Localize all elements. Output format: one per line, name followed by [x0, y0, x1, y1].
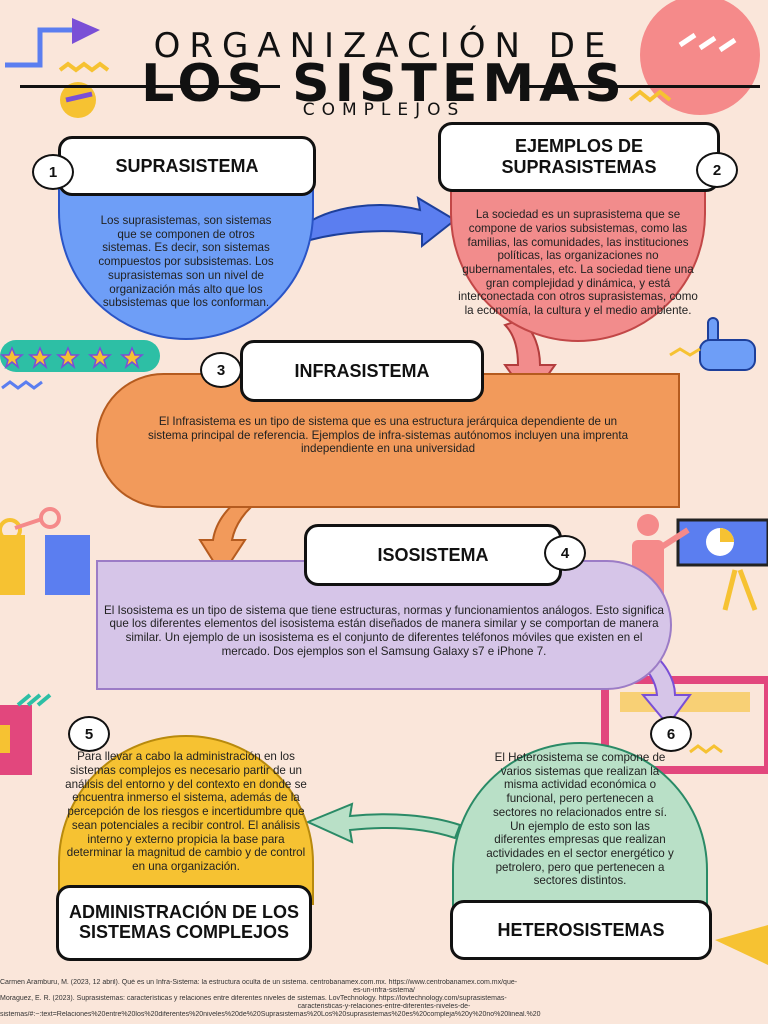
- title-line-2: LOS SISTEMAS: [141, 54, 627, 114]
- title-rule-right: [520, 85, 760, 88]
- isosistema-card: El Isosistema es un tipo de sistema que …: [96, 560, 672, 690]
- reference-2-cont: caracteristicas-y-relaciones-entre-difer…: [297, 1003, 471, 1010]
- reference-1-cont: es-un-infra-sistema/: [353, 987, 415, 994]
- title-line-3: COMPLEJOS: [302, 100, 466, 120]
- corner-line-decoration: [5, 27, 80, 68]
- infrasistema-title: INFRASISTEMA: [240, 340, 484, 402]
- heterosistemas-card: El Heterosistema se compone de varios si…: [452, 742, 708, 907]
- reference-1: Carmen Aramburu, M. (2023, 12 abril). Qu…: [0, 979, 518, 986]
- administracion-card: Para llevar a cabo la administración en …: [58, 735, 314, 905]
- number-badge-6: 6: [650, 716, 692, 752]
- administracion-text: Para llevar a cabo la administración en …: [65, 750, 307, 873]
- number-badge-5: 5: [68, 716, 110, 752]
- suprasistema-title: SUPRASISTEMA: [58, 136, 316, 196]
- isosistema-text: El Isosistema es un tipo de sistema que …: [104, 603, 665, 658]
- number-badge-3: 3: [200, 352, 242, 388]
- reference-2: Moraguez, E. R. (2023). Suprasistemas: c…: [0, 995, 507, 1002]
- pointing-hand-icon: [699, 317, 756, 371]
- reference-2-cont-2: sistemas/#:~:text=Relaciones%20entre%20l…: [0, 1011, 541, 1018]
- ejemplos-title: EJEMPLOS DE SUPRASISTEMAS: [438, 122, 720, 192]
- suprasistema-text: Los suprasistemas, son sistemas que se c…: [98, 214, 274, 310]
- isosistema-title: ISOSISTEMA: [304, 524, 562, 586]
- number-badge-1: 1: [32, 154, 74, 190]
- title-rule-left: [20, 85, 280, 88]
- ejemplos-text: La sociedad es un suprasistema que se co…: [458, 208, 698, 318]
- arrow-icon: [72, 18, 100, 44]
- arrow-1-to-2: [298, 196, 457, 249]
- title-line-1: ORGANIZACIÓN DE: [153, 26, 615, 66]
- heterosistemas-text: El Heterosistema se compone de varios si…: [486, 751, 674, 888]
- number-badge-4: 4: [544, 535, 586, 571]
- arrow-6-to-5: [305, 802, 462, 844]
- infrasistema-text: El Infrasistema es un tipo de sistema qu…: [147, 414, 629, 456]
- administracion-title: ADMINISTRACIÓN DE LOS SISTEMAS COMPLEJOS: [56, 885, 312, 961]
- number-badge-2: 2: [696, 152, 738, 188]
- heterosistemas-title: HETEROSISTEMAS: [450, 900, 712, 960]
